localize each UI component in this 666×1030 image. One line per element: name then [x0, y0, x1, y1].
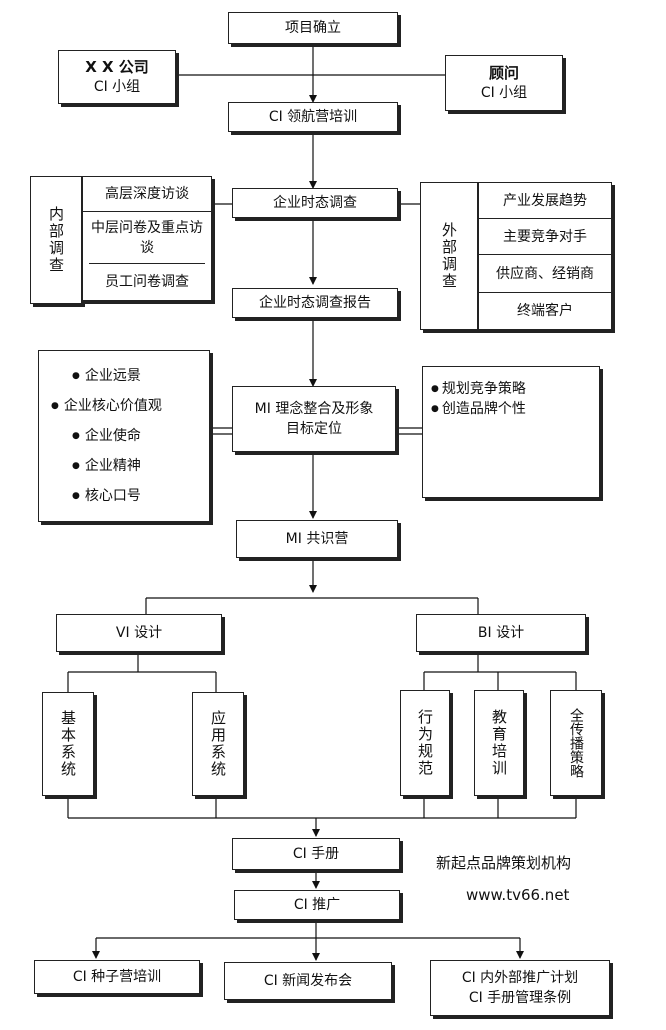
mi-right-list: 规划竞争策略 创造品牌个性	[431, 379, 526, 419]
mi-left-item: 企业远景	[51, 361, 162, 391]
mi-left-items-box: 企业远景 企业核心价值观 企业使命 企业精神 核心口号	[38, 350, 210, 522]
mi-positioning-line2: 目标定位	[286, 421, 342, 437]
watermark-url: www.tv66.net	[466, 886, 570, 904]
vi-child-box: 应用系统	[192, 692, 244, 796]
mi-left-item: 企业核心价值观	[51, 391, 162, 421]
bi-design-box: BI 设计	[416, 614, 586, 652]
ci-promotion-label: CI 推广	[293, 897, 341, 913]
vi-child-box: 基本系统	[42, 692, 94, 796]
survey-report-box: 企业时态调查报告	[232, 288, 398, 318]
internal-survey-label: 内部调查	[47, 206, 65, 274]
seed-training-box: CI 种子营培训	[34, 960, 200, 994]
bi-child-label: 行为规范	[416, 709, 434, 777]
bi-design-label: BI 设计	[477, 625, 525, 641]
leader-training-label: CI 领航营培训	[268, 109, 358, 125]
external-survey-item-text: 供应商、经销商	[496, 265, 594, 282]
external-survey-item: 终端客户	[479, 293, 611, 329]
mi-left-item: 企业使命	[51, 421, 162, 451]
vi-child-label: 基本系统	[59, 710, 77, 778]
internal-survey-item: 高层深度访谈	[83, 177, 211, 212]
internal-survey-item: 中层问卷及重点访谈	[89, 212, 205, 264]
consultant-ci-group-box: 顾问 CI 小组	[445, 55, 563, 111]
vi-design-label: VI 设计	[115, 625, 163, 641]
internal-survey-item: 员工问卷调查	[83, 264, 211, 300]
external-survey-label-box: 外部调查	[420, 182, 478, 330]
bi-child-box: 全传播策略	[550, 690, 602, 796]
internal-survey-items-box: 高层深度访谈 中层问卷及重点访谈 员工问卷调查	[82, 176, 212, 301]
external-survey-items-box: 产业发展趋势 主要竞争对手 供应商、经销商 终端客户	[478, 182, 612, 330]
press-conference-box: CI 新闻发布会	[224, 962, 392, 1000]
internal-survey-item-text: 中层问卷及重点访谈	[91, 219, 203, 256]
promotion-plan-line1: CI 内外部推广计划	[461, 970, 579, 986]
project-setup-box: 项目确立	[228, 12, 398, 44]
status-survey-label: 企业时态调查	[273, 195, 357, 211]
press-conference-label: CI 新闻发布会	[263, 973, 353, 989]
mi-camp-label: MI 共识营	[285, 531, 349, 547]
external-survey-item: 供应商、经销商	[479, 255, 611, 293]
external-survey-item-text: 产业发展趋势	[503, 192, 587, 209]
survey-report-label: 企业时态调查报告	[259, 295, 371, 311]
status-survey-box: 企业时态调查	[232, 188, 398, 218]
consultant-title: 顾问	[488, 64, 519, 82]
mi-right-item: 规划竞争策略	[431, 379, 526, 399]
ci-manual-label: CI 手册	[292, 846, 340, 862]
company-subtitle: CI 小组	[93, 79, 141, 95]
mi-left-list: 企业远景 企业核心价值观 企业使命 企业精神 核心口号	[51, 361, 162, 511]
bi-child-label: 教育培训	[490, 709, 508, 777]
promotion-plan-line2: CI 手册管理条例	[468, 990, 572, 1006]
external-survey-label: 外部调查	[440, 222, 458, 290]
mi-right-items-box: 规划竞争策略 创造品牌个性	[422, 366, 600, 498]
mi-camp-box: MI 共识营	[236, 520, 398, 558]
bi-child-label: 全传播策略	[568, 708, 584, 778]
company-title: X X 公司	[85, 58, 149, 76]
external-survey-item: 主要竞争对手	[479, 219, 611, 255]
company-ci-group-box: X X 公司 CI 小组	[58, 50, 176, 104]
ci-manual-box: CI 手册	[232, 838, 400, 870]
mi-positioning-box: MI 理念整合及形象 目标定位	[232, 386, 396, 452]
promotion-plan-box: CI 内外部推广计划 CI 手册管理条例	[430, 960, 610, 1016]
mi-positioning-line1: MI 理念整合及形象	[254, 401, 374, 417]
ci-promotion-box: CI 推广	[234, 890, 400, 920]
mi-right-item: 创造品牌个性	[431, 399, 526, 419]
bi-child-box: 教育培训	[474, 690, 524, 796]
external-survey-item: 产业发展趋势	[479, 183, 611, 219]
project-setup-label: 项目确立	[285, 20, 341, 36]
mi-left-item: 核心口号	[51, 481, 162, 511]
bi-child-box: 行为规范	[400, 690, 450, 796]
internal-survey-item-text: 高层深度访谈	[105, 186, 189, 202]
watermark-name: 新起点品牌策划机构	[436, 854, 572, 872]
seed-training-label: CI 种子营培训	[72, 969, 162, 985]
consultant-subtitle: CI 小组	[480, 85, 528, 101]
leader-training-box: CI 领航营培训	[228, 102, 398, 132]
external-survey-item-text: 终端客户	[517, 303, 573, 319]
internal-survey-label-box: 内部调查	[30, 176, 82, 304]
external-survey-item-text: 主要竞争对手	[503, 228, 587, 245]
internal-survey-item-text: 员工问卷调查	[105, 274, 189, 290]
vi-design-box: VI 设计	[56, 614, 222, 652]
mi-left-item: 企业精神	[51, 451, 162, 481]
vi-child-label: 应用系统	[209, 710, 227, 778]
